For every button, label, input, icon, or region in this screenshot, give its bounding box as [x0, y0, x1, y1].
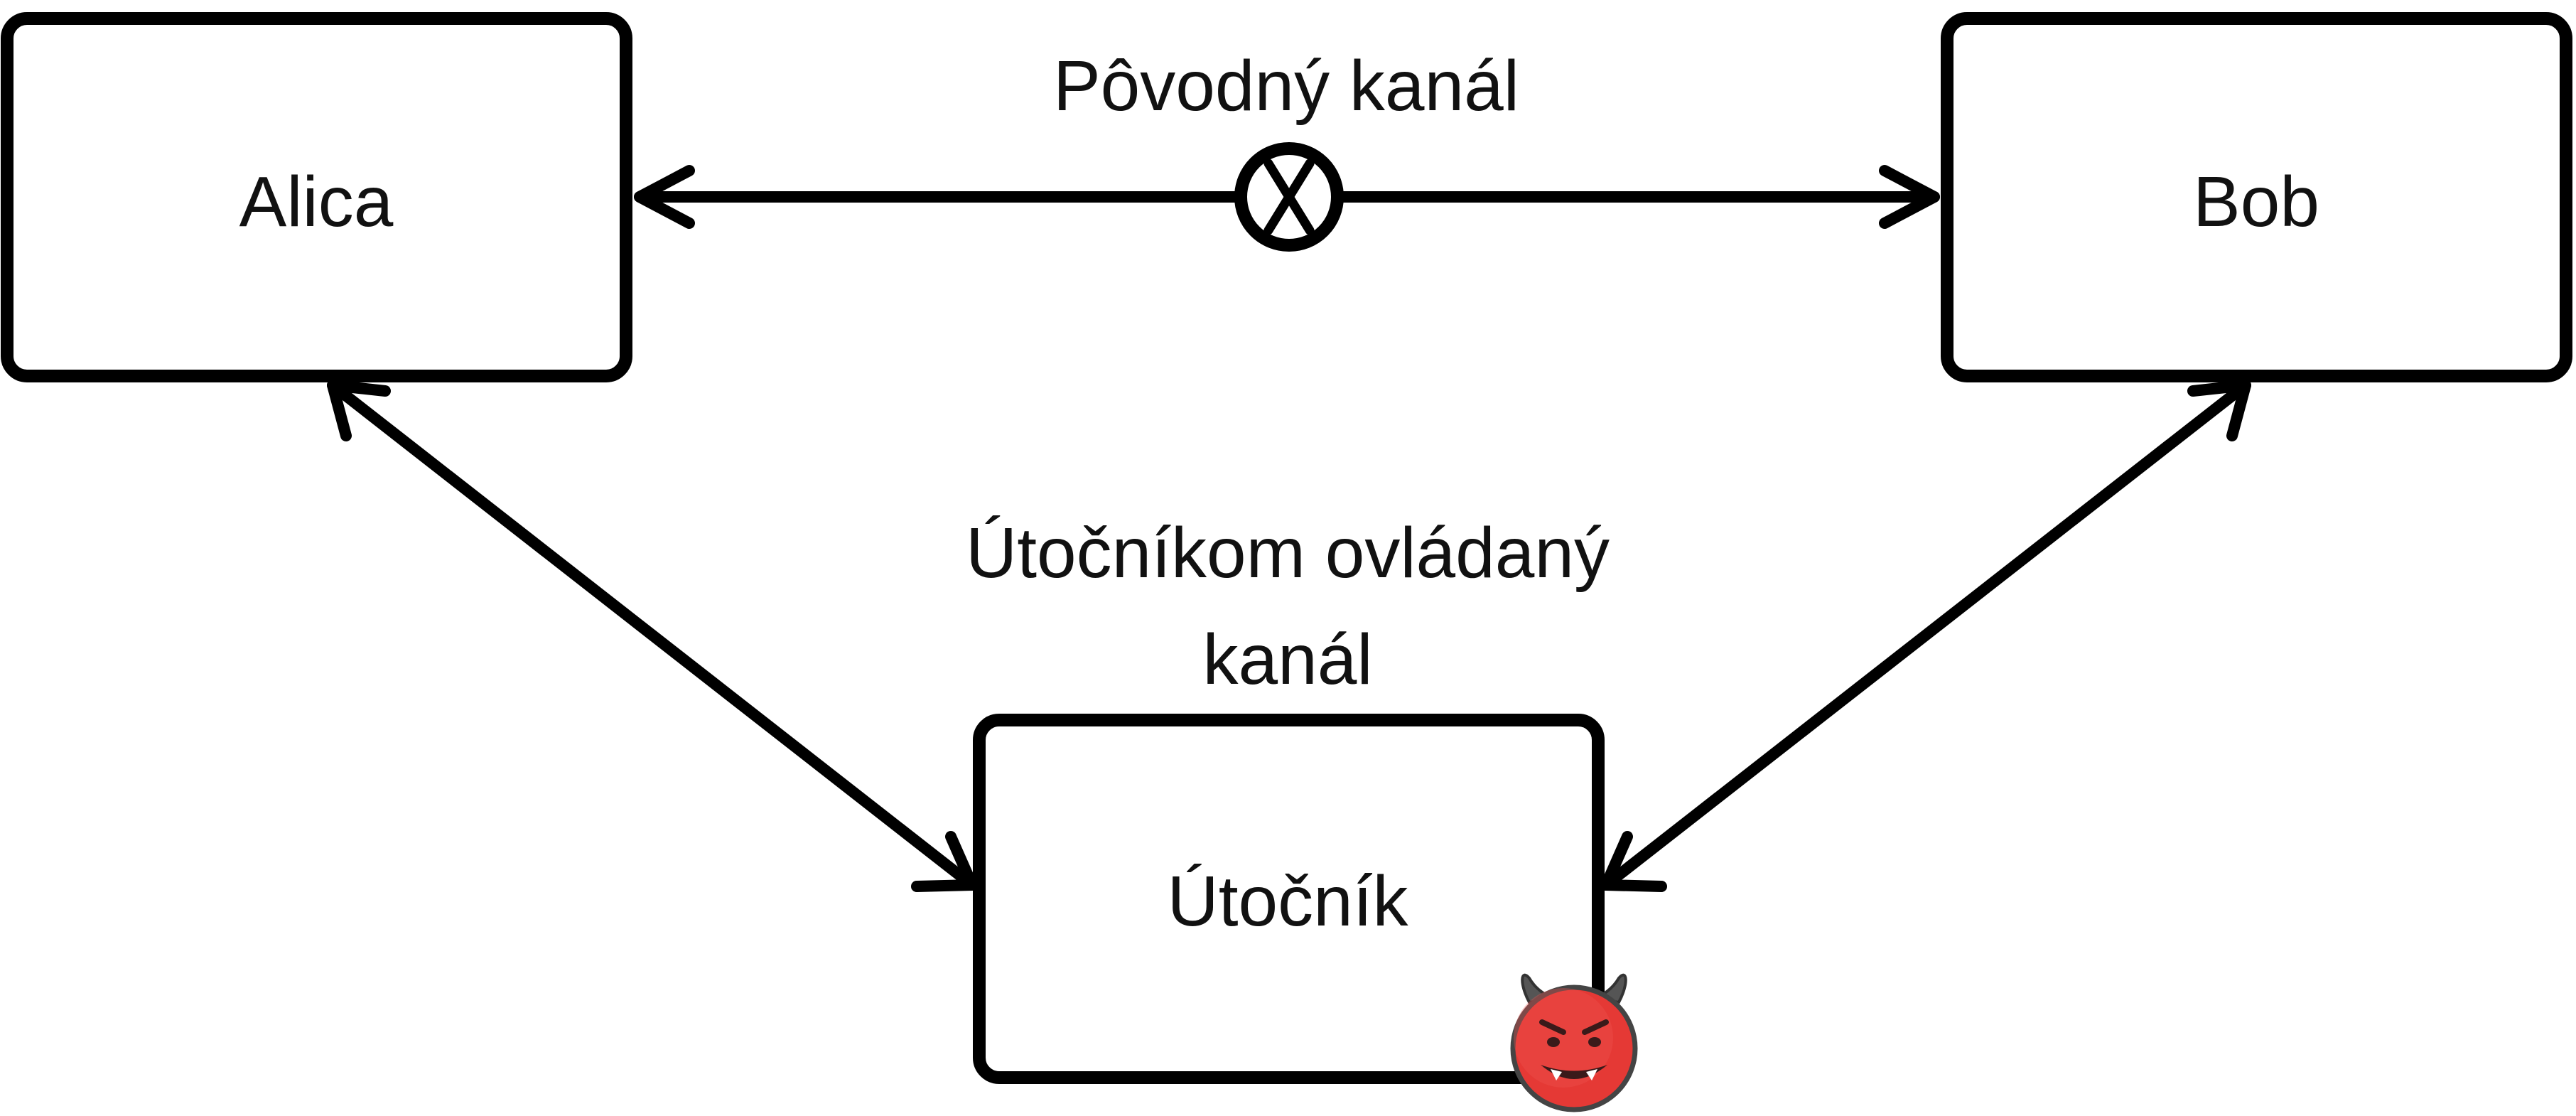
edge-bob-attacker — [1600, 380, 2251, 892]
arrowhead-alice-top — [327, 380, 391, 441]
node-attacker: Útočník — [973, 714, 1605, 1084]
arrowhead-attacker-left — [911, 831, 978, 892]
node-bob-box — [1941, 12, 2572, 382]
arrowhead-bob — [1879, 165, 1940, 229]
node-alice-label: Alica — [239, 162, 394, 242]
node-bob: Bob — [1941, 12, 2572, 382]
node-attacker-box — [973, 714, 1605, 1084]
node-alice-box — [1, 12, 632, 382]
arrowhead-attacker-right — [1600, 831, 1667, 892]
edge-original-channel: Pôvodný kanál — [634, 46, 1940, 252]
edge-bob-attacker-line — [1600, 380, 2251, 891]
devil-face-icon — [1510, 973, 1638, 1112]
arrowhead-bob-top — [2187, 380, 2251, 441]
node-attacker-label: Útočník — [1167, 862, 1408, 941]
edge-attacker-label-line2: kanál — [1202, 620, 1372, 699]
edge-alice-attacker — [327, 380, 978, 892]
edge-alice-attacker-line — [327, 380, 978, 891]
edge-original-label: Pôvodný kanál — [1053, 46, 1519, 126]
edge-attacker-label-line1: Útočníkom ovládaný — [966, 513, 1610, 593]
node-bob-label: Bob — [2193, 162, 2319, 242]
arrowhead-alice — [634, 165, 695, 229]
blocked-x-icon — [1234, 142, 1344, 252]
node-alice: Alica — [1, 12, 632, 382]
